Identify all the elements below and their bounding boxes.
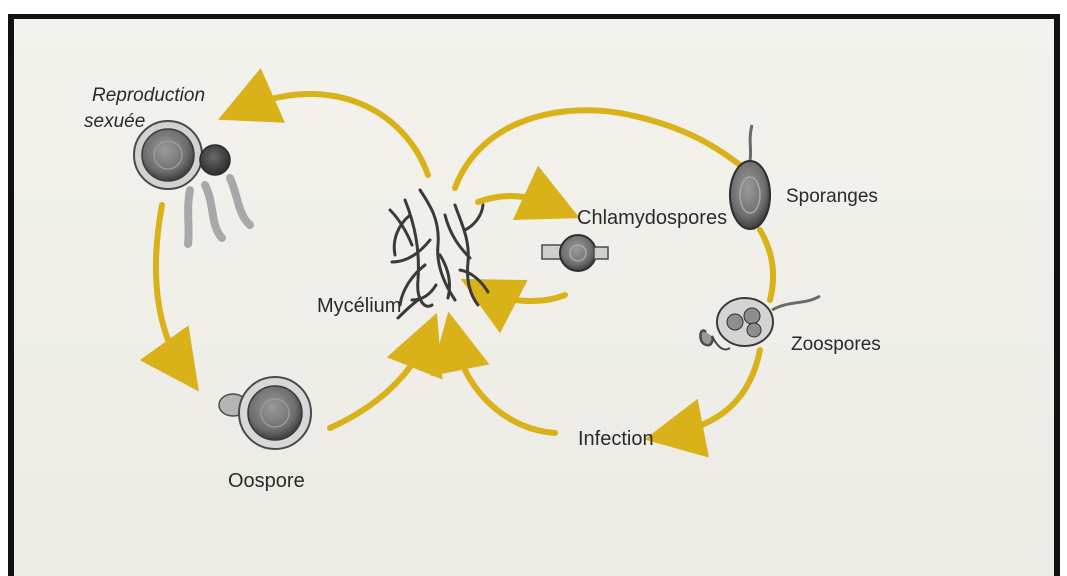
arrow-sporanges-to-zoospores <box>760 230 773 300</box>
arrow-mycelium-to-reproduction <box>240 94 428 175</box>
label-oospore: Oospore <box>228 470 305 492</box>
arrow-oospore-to-mycelium <box>330 335 428 428</box>
arrow-infection-to-mycelium <box>453 335 555 433</box>
sexual-reproduction-icon <box>134 121 250 244</box>
label-mycelium: Mycélium <box>317 295 401 317</box>
mycelium-icon <box>390 190 488 318</box>
oospore-icon <box>219 377 311 449</box>
arrow-chlamydospores-to-mycelium <box>482 290 565 301</box>
chlamydospore-icon <box>542 235 608 271</box>
label-sexuee: sexuée <box>84 111 145 132</box>
sporange-icon <box>730 125 770 229</box>
label-reproduction: Reproduction <box>92 85 205 106</box>
label-zoospores: Zoospores <box>791 334 881 355</box>
arrow-zoospores-to-infection <box>668 350 760 435</box>
arrow-mycelium-to-chlamydospores <box>478 196 558 208</box>
arrow-mycelium-to-sporanges <box>455 110 740 188</box>
label-chlamydospores: Chlamydospores <box>577 207 727 229</box>
cycle-arrows <box>156 94 773 435</box>
arrow-reproduction-to-oospore <box>156 205 185 372</box>
label-sporanges: Sporanges <box>786 186 878 207</box>
label-infection: Infection <box>578 428 654 450</box>
